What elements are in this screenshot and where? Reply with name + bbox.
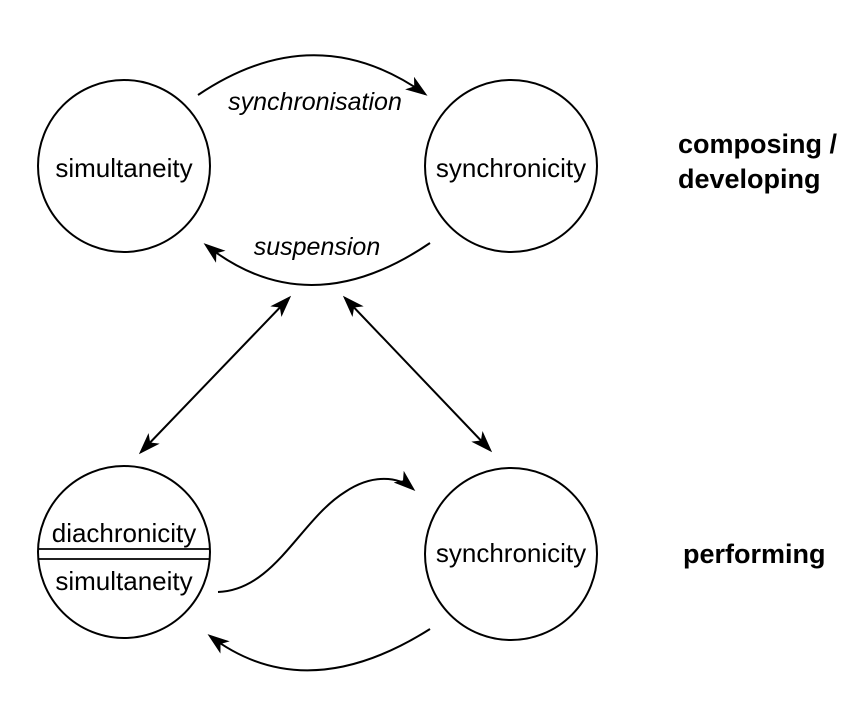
synchronicity-top-label: synchronicity [436,153,586,183]
synchronisation-arrow [197,54,428,96]
performing-return-arrow [207,628,431,672]
synchronicity-top-node [424,79,598,253]
performing-label: performing [683,539,826,569]
composing-developing-label-line1: composing / [678,129,838,159]
left-double-arrow [138,295,292,455]
synchronicity-bottom-node [424,467,598,641]
suspension-arrow [203,242,431,286]
synchronisation-edge-label: synchronisation [228,88,402,116]
performing-forward-arrow [217,470,416,593]
diachronicity-simultaneity-node [37,465,211,639]
simultaneity-bottom-label: simultaneity [55,566,192,596]
suspension-edge-label: suspension [254,233,380,261]
diachronicity-label: diachronicity [52,518,197,548]
composing-developing-label-line2: developing [678,164,821,194]
simultaneity-label: simultaneity [55,153,192,183]
right-double-arrow [342,295,493,453]
simultaneity-node [37,79,211,253]
synchronicity-bottom-label: synchronicity [436,538,586,568]
